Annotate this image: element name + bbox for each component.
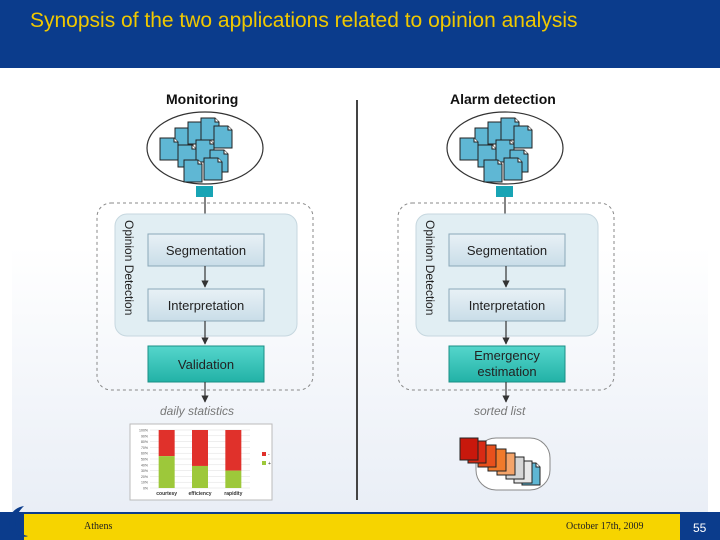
mini-chart-y-tick: 40% [141, 463, 148, 467]
right-interpretation-box [448, 288, 566, 322]
left-interpretation-label: Interpretation [167, 297, 245, 313]
left-interpretation-box [147, 288, 265, 322]
right-segmentation-label: Segmentation [466, 242, 548, 258]
mini-chart-bars [158, 430, 242, 488]
logo-crescent-icon [9, 506, 29, 537]
footer-band [24, 514, 680, 540]
sorted-list-cards [459, 437, 551, 491]
mini-chart-y-tick: 20% [141, 475, 148, 479]
left-opinion-detection-label: Opinion Detection [122, 220, 136, 316]
mini-chart-legend-swatch [262, 452, 266, 456]
mini-chart-bar-positive [192, 465, 208, 488]
left-connector-block [196, 186, 213, 197]
mini-chart-legend-swatch [262, 461, 266, 465]
mini-chart: 100%90% 80% 70% 60% 50%40% 30% 20% 10% 0% courtes… [129, 423, 273, 501]
mini-chart-y-tick: 50% [141, 458, 148, 462]
mini-chart-bar-negative [158, 430, 175, 457]
title-bar [0, 0, 720, 68]
mini-chart-y-tick: 0% [143, 487, 148, 491]
right-connector-block [496, 186, 513, 197]
mini-chart-y-tick: 90% [141, 434, 148, 438]
monitoring-heading: Monitoring [166, 91, 239, 107]
daily-statistics-label: daily statistics [160, 404, 235, 418]
mini-chart-legend-label: + [268, 461, 271, 467]
right-emergency-box [448, 345, 566, 383]
right-emergency-label: Emergency estimation [474, 348, 540, 379]
right-outer-panel [397, 202, 615, 391]
right-opinion-detection-label: Opinion Detection [423, 220, 437, 316]
mini-chart-legend-label: - [268, 452, 270, 458]
mini-chart-category-label: efficiency [188, 491, 211, 497]
left-validation-box [147, 345, 265, 383]
mini-chart-y-tick: 100% [139, 429, 148, 433]
mini-chart-y-tick: 10% [141, 481, 148, 485]
mini-chart-category-label: rapidity [224, 491, 242, 497]
sorted-list-label: sorted list [474, 404, 526, 418]
mini-chart-labels: 100%90% 80% 70% 60% 50%40% 30% 20% 10% 0% courtes… [139, 429, 271, 498]
mini-chart-bar-negative [225, 430, 242, 471]
footer-date: October 17th, 2009 [566, 521, 644, 532]
mini-chart-y-tick: 70% [141, 446, 148, 450]
slide-title: Synopsis of the two applications related… [30, 9, 578, 32]
footer-location: Athens [84, 521, 113, 532]
page-number: 55 [693, 521, 707, 535]
mini-chart-y-tick: 60% [141, 452, 148, 456]
mini-chart-category-label: courtesy [156, 491, 177, 497]
left-outer-panel [96, 202, 314, 391]
left-validation-label: Validation [177, 356, 235, 372]
mini-chart-bar-negative [192, 430, 208, 466]
left-segmentation-label: Segmentation [165, 242, 247, 258]
right-segmentation-box [448, 233, 566, 267]
mini-chart-bar-positive [158, 456, 175, 488]
mini-chart-y-tick: 80% [141, 440, 148, 444]
left-segmentation-box [147, 233, 265, 267]
mini-chart-bar-positive [225, 470, 242, 488]
mini-chart-y-tick: 30% [141, 469, 148, 473]
right-interpretation-label: Interpretation [468, 297, 546, 313]
alarm-detection-heading: Alarm detection [450, 91, 556, 107]
